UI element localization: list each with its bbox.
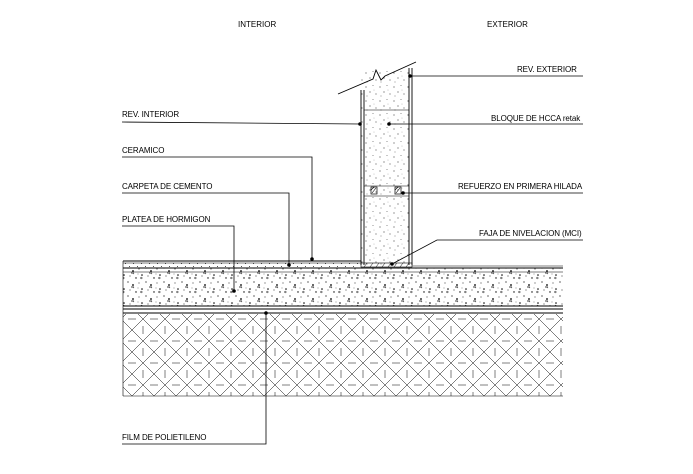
callout-bloque: BLOQUE DE HCCA retak bbox=[387, 114, 583, 126]
label-carpeta: CARPETA DE CEMENTO bbox=[122, 182, 212, 191]
cement-screed-layer bbox=[123, 263, 361, 268]
label-rev-interior: REV. INTERIOR bbox=[122, 110, 179, 119]
soil-hatch bbox=[123, 314, 563, 396]
label-ceramico: CERAMICO bbox=[122, 146, 164, 155]
callout-ceramico: CERAMICO bbox=[122, 146, 314, 261]
label-rev-exterior: REV. EXTERIOR bbox=[517, 65, 577, 74]
callout-carpeta: CARPETA DE CEMENTO bbox=[122, 182, 291, 267]
label-bloque: BLOQUE DE HCCA retak bbox=[491, 114, 581, 123]
callout-rev-interior: REV. INTERIOR bbox=[121, 110, 362, 126]
wall-block bbox=[337, 61, 417, 266]
concrete-slab bbox=[123, 268, 563, 310]
callout-refuerzo: REFUERZO EN PRIMERA HILADA bbox=[401, 182, 583, 195]
callout-platea: PLATEA DE HORMIGON bbox=[122, 215, 236, 293]
label-faja: FAJA DE NIVELACION (MCI) bbox=[479, 229, 582, 238]
header-interior: INTERIOR bbox=[238, 20, 276, 29]
header-exterior: EXTERIOR bbox=[487, 20, 528, 29]
callout-film: FILM DE POLIETILENO bbox=[122, 311, 268, 445]
callout-faja: FAJA DE NIVELACION (MCI) bbox=[390, 229, 583, 266]
label-refuerzo: REFUERZO EN PRIMERA HILADA bbox=[458, 182, 583, 191]
label-platea: PLATEA DE HORMIGON bbox=[122, 215, 211, 224]
label-film: FILM DE POLIETILENO bbox=[122, 433, 206, 442]
reinforcement-bars bbox=[370, 186, 402, 195]
callout-rev-exterior: REV. EXTERIOR bbox=[408, 65, 583, 78]
